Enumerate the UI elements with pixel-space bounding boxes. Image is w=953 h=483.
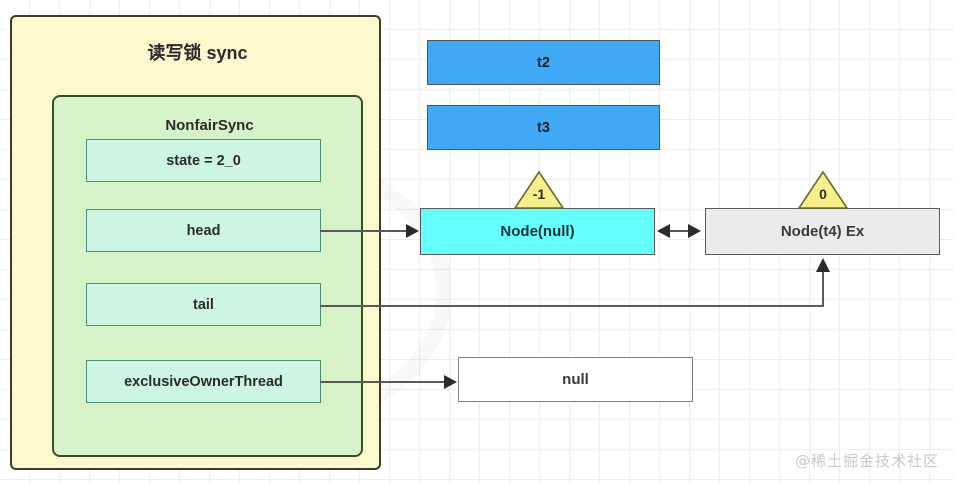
arrowhead-node-link-right-icon bbox=[688, 224, 701, 238]
arrowhead-owner-to-null-icon bbox=[444, 375, 457, 389]
node-t4-exclusive-box: Node(t4) Ex bbox=[705, 208, 940, 255]
thread-block-t3: t3 bbox=[427, 105, 660, 150]
arrowhead-tail-to-node-icon bbox=[816, 258, 830, 272]
node-null-box: Node(null) bbox=[420, 208, 655, 255]
nonfairsync-title: NonfairSync bbox=[165, 117, 254, 134]
thread-block-t2: t2 bbox=[427, 40, 660, 85]
owner-null-box: null bbox=[458, 357, 693, 402]
connector-owner-to-null bbox=[320, 381, 446, 383]
connector-tail-horizontal bbox=[320, 305, 824, 307]
waitstatus-flag-ex-icon: 0 bbox=[797, 170, 849, 210]
connector-node-link bbox=[663, 230, 697, 232]
triangle-icon bbox=[513, 170, 565, 209]
triangle-icon bbox=[797, 170, 849, 209]
connector-head-to-node bbox=[320, 230, 408, 232]
waitstatus-value-head: -1 bbox=[532, 186, 546, 202]
field-exclusive-owner-thread: exclusiveOwnerThread bbox=[86, 360, 321, 403]
arrowhead-head-to-node-icon bbox=[406, 224, 419, 238]
watermark-text: @稀土掘金技术社区 bbox=[794, 452, 939, 470]
field-tail: tail bbox=[86, 283, 321, 326]
connector-tail-vertical bbox=[822, 272, 824, 306]
arrowhead-node-link-left-icon bbox=[657, 224, 670, 238]
waitstatus-value-ex: 0 bbox=[819, 186, 827, 202]
field-head: head bbox=[86, 209, 321, 252]
field-state: state = 2_0 bbox=[86, 139, 321, 182]
sync-title: 读写锁 sync bbox=[147, 43, 248, 63]
waitstatus-flag-head-icon: -1 bbox=[513, 170, 565, 210]
